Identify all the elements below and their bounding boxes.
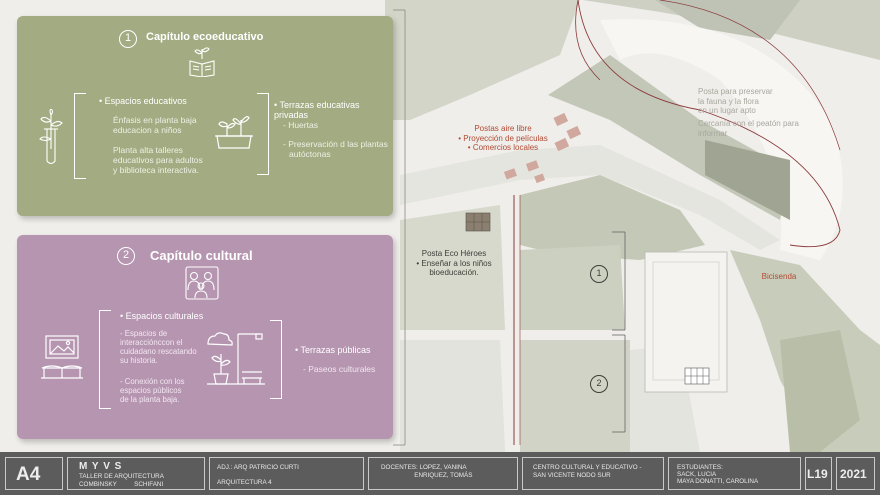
taller-line: COMBINSKY SCHIFANI	[79, 481, 164, 488]
docentes-line: DOCENTES: LOPEZ, VANINA	[381, 464, 467, 471]
students-line: MAYA DONATTI, CAROLINA	[677, 478, 759, 485]
bracket	[99, 310, 111, 409]
footer-cell-docentes: DOCENTES: LOPEZ, VANINA ENRIQUEZ, TOMÁS	[368, 457, 518, 490]
spaces-educational-line: y biblioteca interactiva.	[113, 165, 199, 175]
cultural-spaces-line: de la planta baja.	[120, 395, 180, 404]
cultural-spaces-line: - Conexión con los	[120, 377, 185, 386]
cultural-spaces-heading: • Espacios culturales	[120, 311, 204, 321]
map-label-postas: Postas aire libre • Proyección de pelícu…	[458, 124, 548, 152]
students-line: ESTUDIANTES:	[677, 464, 723, 471]
public-terrace-icon	[207, 332, 265, 385]
book-plant-icon	[189, 47, 215, 77]
sheet-size: A4	[16, 464, 41, 485]
footer-cell-adj: ADJ.: ARQ PATRICIO CURTI ARQUITECTURA 4	[209, 457, 364, 490]
brand-logo-text: M Y V S	[79, 461, 123, 472]
people-group-icon	[185, 266, 219, 300]
private-terraces-line: - Preservación d las plantas	[283, 139, 388, 149]
spaces-educational-line: educacion a niños	[113, 125, 182, 135]
map-marker-2: 2	[596, 378, 602, 388]
year: 2021	[840, 467, 867, 481]
map-label-cercania: Cercanía con el peatón para informar	[698, 119, 799, 138]
footer-cell-sheet: L19	[805, 457, 832, 490]
public-terraces-line: - Paseos culturales	[303, 364, 376, 374]
private-terraces-line: autóctonas	[289, 149, 331, 159]
map-label-bicisenda: Bicisenda	[761, 272, 797, 281]
project-line: SAN VICENTE NODO SUR	[533, 472, 611, 479]
chapter-cultural-panel: 2 Capítulo cultural • Espacios culturale…	[17, 235, 393, 439]
map-marker-1: 1	[596, 268, 602, 278]
chapter-title: Capítulo cultural	[150, 248, 253, 263]
spaces-educational-heading: • Espacios educativos	[99, 96, 187, 106]
test-tube-plant-icon	[39, 109, 63, 165]
footer-cell-project: CENTRO CULTURAL Y EDUCATIVO - SAN VICENT…	[522, 457, 664, 490]
cultural-spaces-line: - Espacios de	[120, 329, 168, 338]
chapter-ecoeducativo-panel: 1 Capítulo ecoeducativo • Espacios educa…	[17, 16, 393, 216]
spaces-educational-line: Planta alta talleres	[113, 145, 183, 155]
sheet-number: L19	[807, 467, 828, 481]
cultural-spaces-line: espacios públicos	[120, 386, 182, 395]
cultural-spaces-line: cuidadano rescatando	[120, 347, 197, 356]
cultural-spaces-line: interacciónccon el	[120, 338, 183, 347]
bracket	[74, 93, 86, 179]
map-label-posta-fauna: Posta para preservar la fauna y la flora…	[698, 87, 773, 115]
map-label-posta-eco: Posta Eco Héroes • Enseñar a los niños b…	[416, 249, 492, 277]
public-terraces-heading: • Terrazas públicas	[295, 345, 371, 355]
title-block-footer: A4 M Y V S TALLER DE ARQUITECTURA COMBIN…	[0, 452, 880, 495]
docentes-line: ENRIQUEZ, TOMÁS	[381, 472, 473, 479]
students-line: SACK, LUCIA	[677, 471, 717, 478]
chapter-number-badge: 1	[119, 30, 137, 48]
taller-line: TALLER DE ARQUITECTURA	[79, 473, 164, 480]
spaces-educational-line: Énfasis en planta baja	[113, 115, 197, 125]
footer-cell-year: 2021	[836, 457, 875, 490]
chapter-title: Capítulo ecoeducativo	[146, 31, 264, 43]
arq-line: ARQUITECTURA 4	[217, 479, 272, 486]
private-terraces-heading: • Terrazas educativas privadas	[274, 100, 360, 120]
project-line: CENTRO CULTURAL Y EDUCATIVO -	[533, 464, 642, 471]
cultural-spaces-line: su historia.	[120, 356, 158, 365]
museum-painting-icon	[41, 335, 83, 379]
bracket	[270, 320, 282, 399]
footer-cell-taller: M Y V S TALLER DE ARQUITECTURA COMBINSKY…	[67, 457, 205, 490]
footer-cell-students: ESTUDIANTES: SACK, LUCIA MAYA DONATTI, C…	[668, 457, 801, 490]
footer-cell-size: A4	[5, 457, 63, 490]
chapter-number-badge: 2	[117, 247, 135, 265]
private-terraces-line: - Huertas	[283, 120, 318, 130]
planter-icon	[215, 116, 253, 149]
adj-line: ADJ.: ARQ PATRICIO CURTI	[217, 464, 299, 471]
spaces-educational-line: educativos para adultos	[113, 155, 203, 165]
bracket	[257, 93, 269, 175]
